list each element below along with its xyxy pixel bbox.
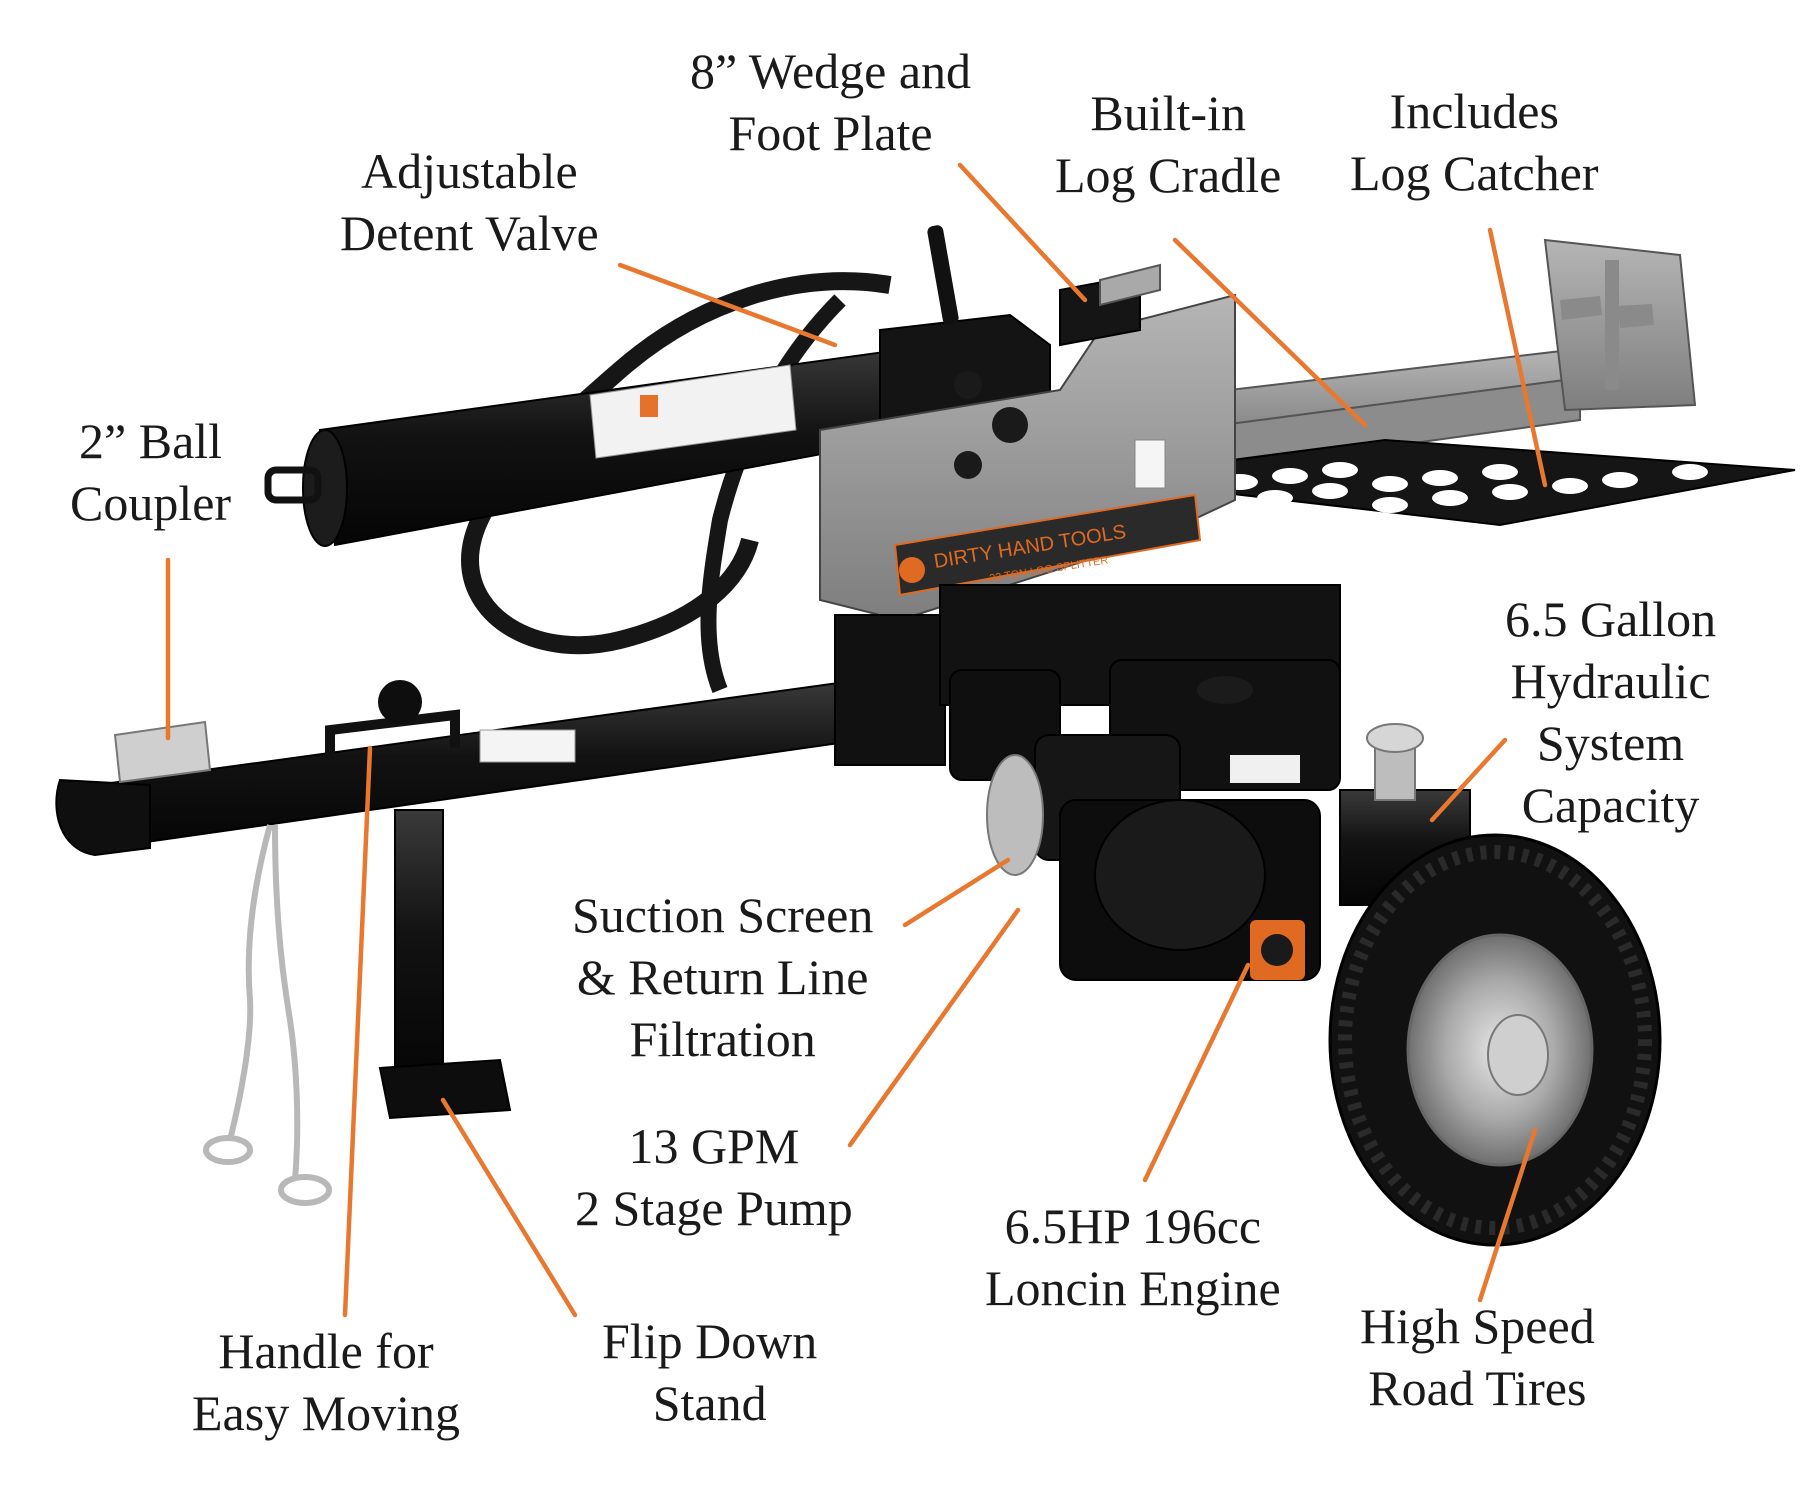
hydraulic-cylinder (264, 343, 952, 547)
callout-line: Filtration (629, 1011, 816, 1067)
callout-line: 2” Ball (79, 413, 223, 469)
callout-handle: Handle for Easy Moving (192, 1320, 460, 1444)
leader-stand (440, 1097, 578, 1318)
callout-suction: Suction Screen & Return Line Filtration (572, 884, 873, 1070)
leader-cradle (1172, 237, 1368, 428)
callout-line: Road Tires (1368, 1360, 1587, 1416)
leader-lines (165, 162, 1548, 1318)
leader-engine (1142, 962, 1251, 1183)
callout-line: 2 Stage Pump (575, 1180, 853, 1236)
road-tire (1328, 833, 1662, 1247)
flip-down-stand (378, 809, 512, 1120)
callout-line: High Speed (1360, 1298, 1595, 1354)
callout-line: Stand (652, 1375, 767, 1431)
callout-line: Hydraulic (1510, 653, 1711, 709)
safety-chain (203, 824, 332, 1206)
leader-catcher (1487, 227, 1548, 488)
engine (949, 659, 1341, 981)
callout-line: Log Catcher (1350, 145, 1599, 201)
wedge-housing: DIRTY HAND TOOLS 22 TON LOG SPLITTER (819, 263, 1236, 622)
leader-tires (1477, 1127, 1538, 1303)
callout-line: System (1536, 715, 1685, 771)
leader-hydraulic (1429, 737, 1508, 823)
callout-line: Loncin Engine (985, 1260, 1281, 1316)
callout-cradle: Built-in Log Cradle (1055, 82, 1281, 206)
callout-line: Suction Screen (572, 887, 874, 943)
callout-hydraulic: 6.5 Gallon Hydraulic System Capacity (1505, 588, 1716, 836)
callout-line: Log Cradle (1055, 147, 1282, 203)
callout-line: 13 GPM (628, 1118, 800, 1174)
callout-line: Flip Down (602, 1313, 818, 1369)
foot-plate (1543, 238, 1697, 412)
callout-line: 6.5 Gallon (1505, 591, 1717, 647)
callout-line: Foot Plate (728, 105, 933, 161)
leader-suction (902, 857, 1011, 928)
callout-line: Capacity (1521, 777, 1700, 833)
callout-tires: High Speed Road Tires (1360, 1295, 1595, 1419)
callout-line: 6.5HP 196cc (1004, 1198, 1262, 1254)
callout-catcher: Includes Log Catcher (1350, 80, 1599, 204)
leader-wedge (957, 162, 1088, 303)
hydraulic-hose-return (700, 294, 846, 693)
callout-line: Built-in (1090, 85, 1246, 141)
callout-line: Detent Valve (340, 205, 599, 261)
callout-line: Includes (1389, 83, 1559, 139)
callout-wedge: 8” Wedge and Foot Plate (690, 40, 971, 164)
leader-pump (847, 907, 1021, 1148)
leader-handle (342, 745, 373, 1318)
callout-line: Handle for (218, 1323, 434, 1379)
callout-line: Coupler (70, 475, 232, 531)
callout-line: 8” Wedge and (690, 43, 972, 99)
callout-pump: 13 GPM 2 Stage Pump (575, 1115, 853, 1239)
callout-ball-coupler: 2” Ball Coupler (70, 410, 231, 534)
callout-engine: 6.5HP 196cc Loncin Engine (985, 1195, 1281, 1319)
callout-detent-valve: Adjustable Detent Valve (340, 140, 599, 264)
callout-line: Easy Moving (192, 1385, 461, 1441)
callout-line: Adjustable (361, 143, 578, 199)
hydraulic-hose (460, 272, 892, 655)
leader-detent-valve (617, 262, 838, 348)
callout-line: & Return Line (576, 949, 869, 1005)
callout-stand: Flip Down Stand (602, 1310, 817, 1434)
